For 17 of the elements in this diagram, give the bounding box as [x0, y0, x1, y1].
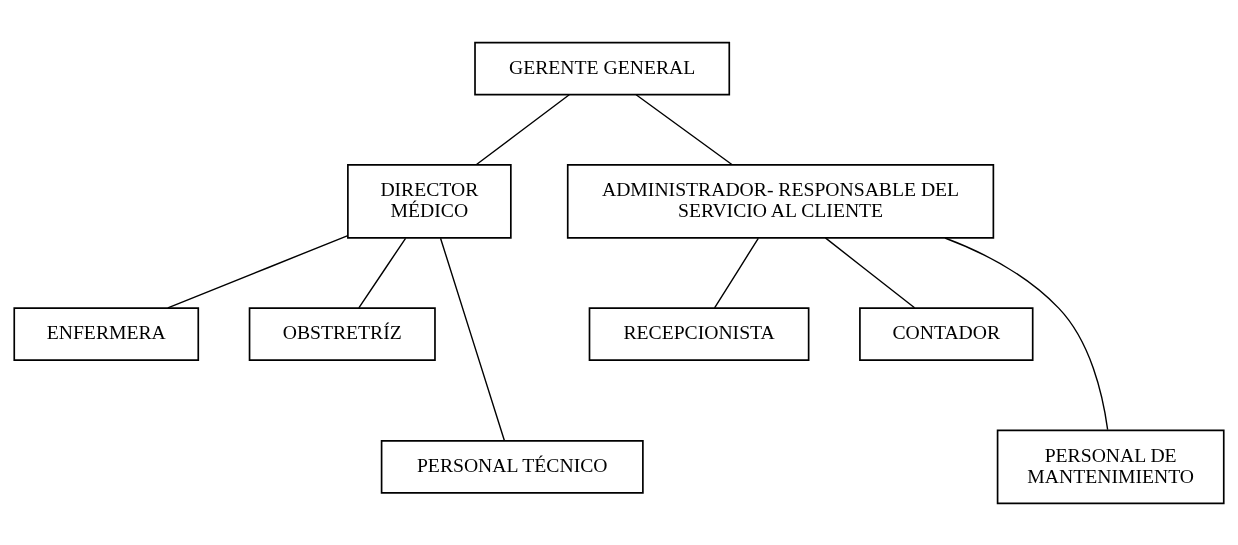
connector	[635, 93, 733, 165]
connector	[358, 237, 407, 309]
connector	[944, 236, 1109, 430]
node-box: RECEPCIONISTA	[588, 306, 810, 361]
node-box: OBSTRETRÍZ	[248, 306, 436, 361]
node-box: PERSONAL TÉCNICO	[380, 439, 644, 494]
connector	[167, 234, 349, 309]
connector	[439, 237, 506, 441]
node-box: ADMINISTRADOR- RESPONSABLE DEL SERVICIO AL CLIENTE	[566, 163, 995, 239]
node-box: DIRECTOR MÉDICO	[347, 163, 512, 239]
node-box: ENFERMERA	[13, 306, 200, 361]
node-box: CONTADOR	[859, 306, 1034, 361]
connector	[475, 93, 570, 165]
connector	[824, 236, 916, 308]
node-box: PERSONAL DE MANTENIMIENTO	[996, 429, 1225, 504]
connector	[713, 237, 759, 309]
node-box: GERENTE GENERAL	[474, 41, 731, 95]
